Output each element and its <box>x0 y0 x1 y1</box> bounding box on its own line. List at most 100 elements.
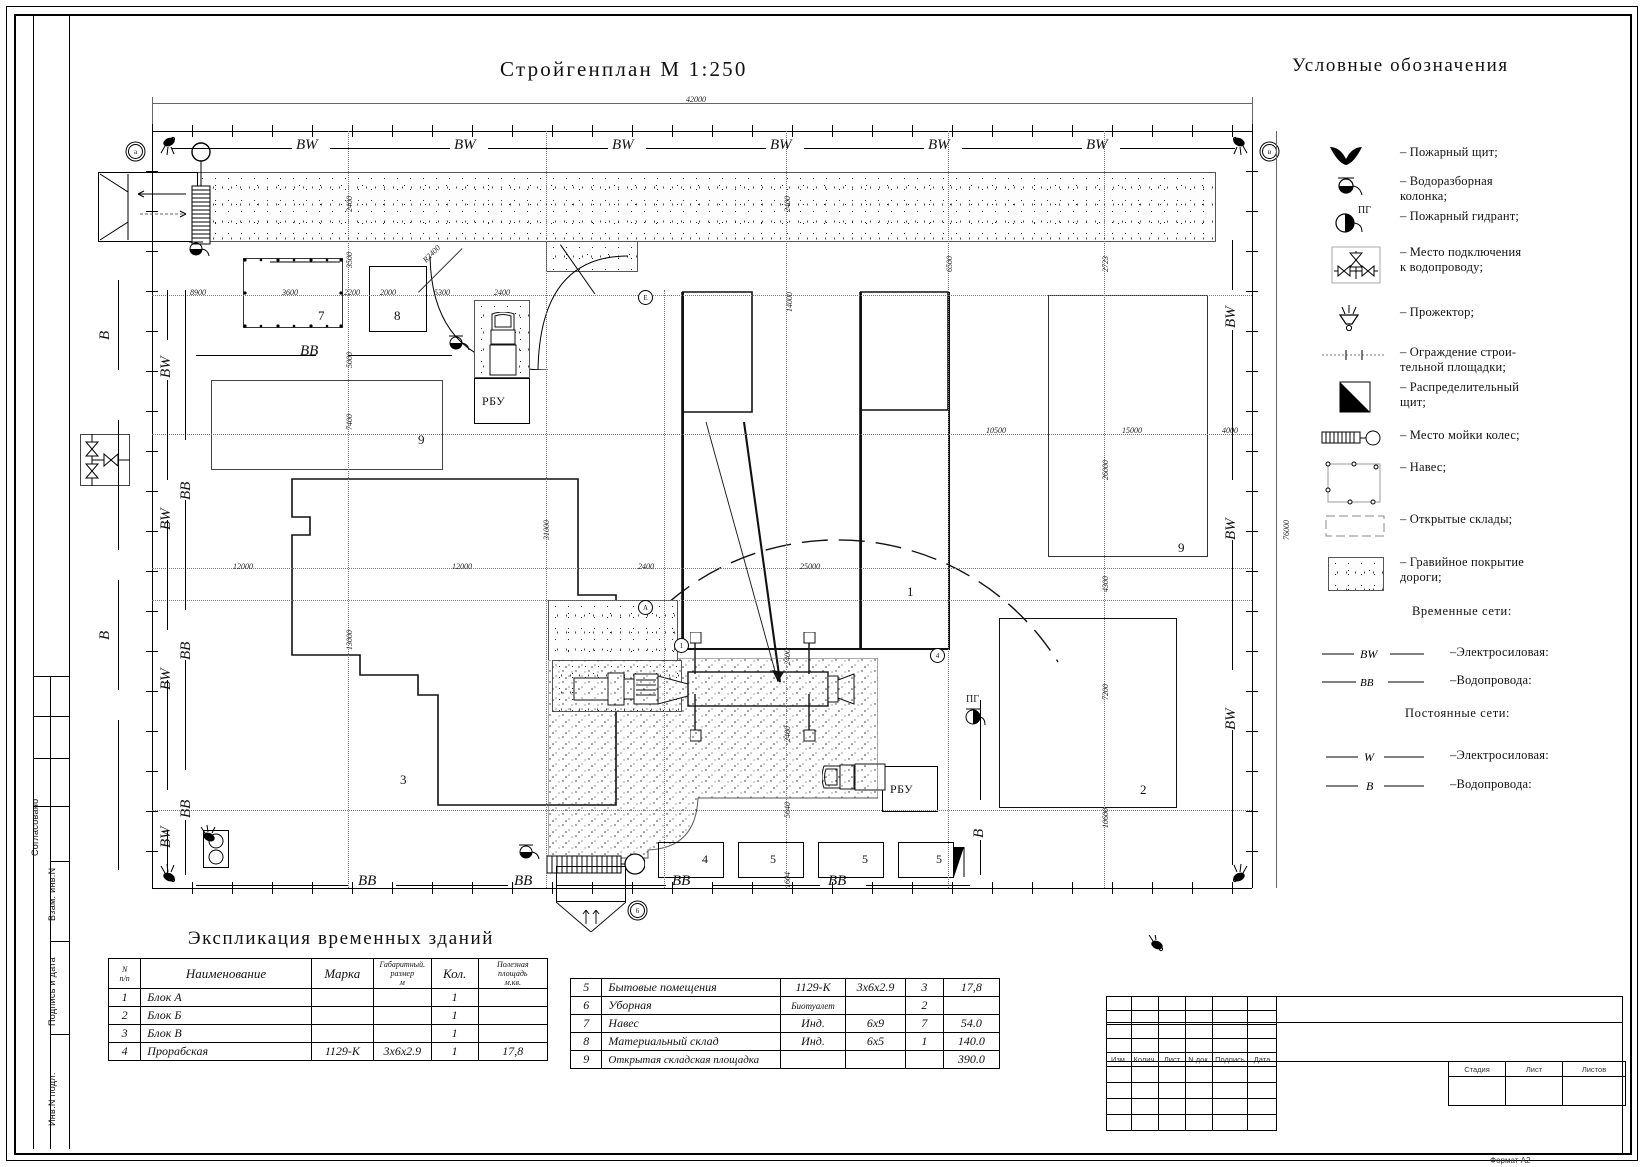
legend-label-gravel-road: – Гравийное покрытие дороги; <box>1400 555 1525 584</box>
gravel-road-icon <box>1318 555 1390 595</box>
tb-header-ndok: N док. <box>1185 1052 1213 1067</box>
axis-mark-a: а <box>128 144 143 159</box>
settling-tank <box>556 866 626 902</box>
header-name: Наименование <box>140 958 312 989</box>
tb-cell <box>1106 1098 1132 1115</box>
legend-label-water-connection: – Место подключения к водопроводу; <box>1400 245 1522 274</box>
dim-12000-a: 12000 <box>233 562 253 571</box>
legend-label-fire-shield: – Пожарный щит; <box>1400 145 1498 159</box>
cell-name: Блок Б <box>140 1006 312 1025</box>
network-left-v-b4 <box>118 720 119 870</box>
cell-name: Навес <box>601 1014 782 1033</box>
svg-text:BB: BB <box>1360 677 1374 689</box>
cabin-5-b <box>818 842 884 878</box>
tb-cell <box>1158 1038 1186 1053</box>
tb-header-listov: Листов <box>1562 1061 1626 1077</box>
cell-no: 1 <box>107 988 142 1007</box>
network-left-bw-line <box>167 380 168 480</box>
gravel-road-top <box>196 172 1216 242</box>
dim-5640: 5640 <box>783 802 792 818</box>
cell-name: Открытая складская площадка <box>601 1050 782 1069</box>
cell-mark <box>310 1024 374 1043</box>
tb-cell <box>1131 1066 1159 1083</box>
legend-item-wheel-wash: – Место мойки колес; <box>1318 428 1520 454</box>
wheel-wash-icon <box>546 853 645 875</box>
rbu-box-top <box>474 378 530 424</box>
explication-table-right: 5 Бытовые помещения 1129-К 3х6х2.9 3 17,… <box>569 978 1001 1069</box>
site-fence-icon <box>1318 345 1390 371</box>
network-label-bw-left-1: BW <box>158 356 174 378</box>
dim-4300: 4300 <box>1101 576 1110 592</box>
tb-pane-line <box>1106 996 1622 997</box>
tb-cell <box>1247 1082 1277 1099</box>
network-right-b-line <box>980 700 981 800</box>
legend-temp-networks-header: Временные сети: <box>1412 604 1512 618</box>
network-label-bw-top-6: BW <box>1086 137 1108 153</box>
cell-mark: Инд. <box>780 1014 846 1033</box>
network-label-bb-upper: BB <box>300 343 319 359</box>
dim-2400-d: 2400 <box>638 562 654 571</box>
distribution-board-icon <box>954 847 965 877</box>
cell-area: 140.0 <box>942 1032 1001 1051</box>
cell-qty: 1 <box>905 1032 944 1051</box>
cell-dim: 3х6х2.9 <box>372 1042 432 1061</box>
cell-name: Уборная <box>601 996 782 1015</box>
floodlight-icon <box>1148 935 1164 952</box>
tb-header-data: Дата <box>1247 1052 1277 1067</box>
cell-name: Блок В <box>140 1024 312 1043</box>
cell-mark: Биотуалет <box>780 996 846 1015</box>
tb-cell <box>1106 1082 1132 1099</box>
network-bb-bottom-line <box>196 885 348 886</box>
cell-no: 5 <box>569 978 603 997</box>
table-row: 1 Блок А 1 <box>107 988 549 1007</box>
building-number-7: 7 <box>318 308 325 323</box>
cell-name: Бытовые помещения <box>601 978 782 997</box>
table-row: 5 Бытовые помещения 1129-К 3х6х2.9 3 17,… <box>569 978 1001 997</box>
dim-7400: 7400 <box>345 414 354 430</box>
dim-5300: 5300 <box>434 288 450 297</box>
building-number-9-left: 9 <box>418 432 425 447</box>
network-label-bw-right-2: BW <box>1223 518 1239 540</box>
cell-dim: 6х9 <box>844 1014 907 1033</box>
tb-header-list: Лист <box>1505 1061 1563 1077</box>
tb-cell <box>1131 1098 1159 1115</box>
dim-2723: 2723 <box>1101 256 1110 272</box>
dim-7200: 7200 <box>1101 684 1110 700</box>
crane-boom-lines <box>705 421 784 683</box>
grid-line <box>1104 131 1105 888</box>
tb-cell <box>1158 1082 1186 1099</box>
svg-text:W: W <box>1364 750 1375 764</box>
network-label-bb-left-2: BB <box>178 641 194 660</box>
axis-mark-6: 6 <box>630 903 645 918</box>
open-storage-icon <box>1318 512 1390 540</box>
svg-text:BW: BW <box>1360 647 1378 661</box>
material-store-8 <box>369 266 427 332</box>
tb-cell <box>1185 1098 1213 1115</box>
cell-mark: Инд. <box>780 1032 846 1051</box>
legend-label-temp-power: –Электросиловая: <box>1450 645 1549 659</box>
title-block-revisions: Изм. Колич. Лист N док. Подпись Дата <box>1106 996 1277 1131</box>
dim-12000-b: 12000 <box>452 562 472 571</box>
tb-header-izm: Изм. <box>1106 1052 1132 1067</box>
legend-item-open-storage: – Открытые склады; <box>1318 512 1512 540</box>
floodlight-icon <box>1318 305 1390 331</box>
cell-dim <box>844 996 907 1015</box>
header-area: Полезная площадь м.кв. <box>477 958 549 989</box>
perm-power-line-icon: W <box>1318 748 1426 764</box>
tb-pane-line <box>1106 1153 1622 1154</box>
cabin-4 <box>658 842 724 878</box>
tb-cell <box>1247 1098 1277 1115</box>
tb-pane-line <box>1106 1061 1622 1062</box>
legend-label-site-fence: – Ограждение строи- тельной площадки; <box>1400 345 1517 374</box>
network-label-bb-bottom-4: BB <box>828 873 847 889</box>
tb-cell <box>1212 1038 1248 1053</box>
tb-cell <box>1212 996 1248 1011</box>
distribution-board-icon <box>208 833 224 865</box>
cell-dim <box>372 1024 432 1043</box>
dim-2200: 2200 <box>344 288 360 297</box>
dim-2400-f: 2400 <box>783 649 792 665</box>
dim-14000: 14000 <box>785 292 794 312</box>
tb-cell <box>1562 1076 1626 1106</box>
network-left-v-b3 <box>118 580 119 690</box>
cell-no: 7 <box>569 1014 603 1033</box>
